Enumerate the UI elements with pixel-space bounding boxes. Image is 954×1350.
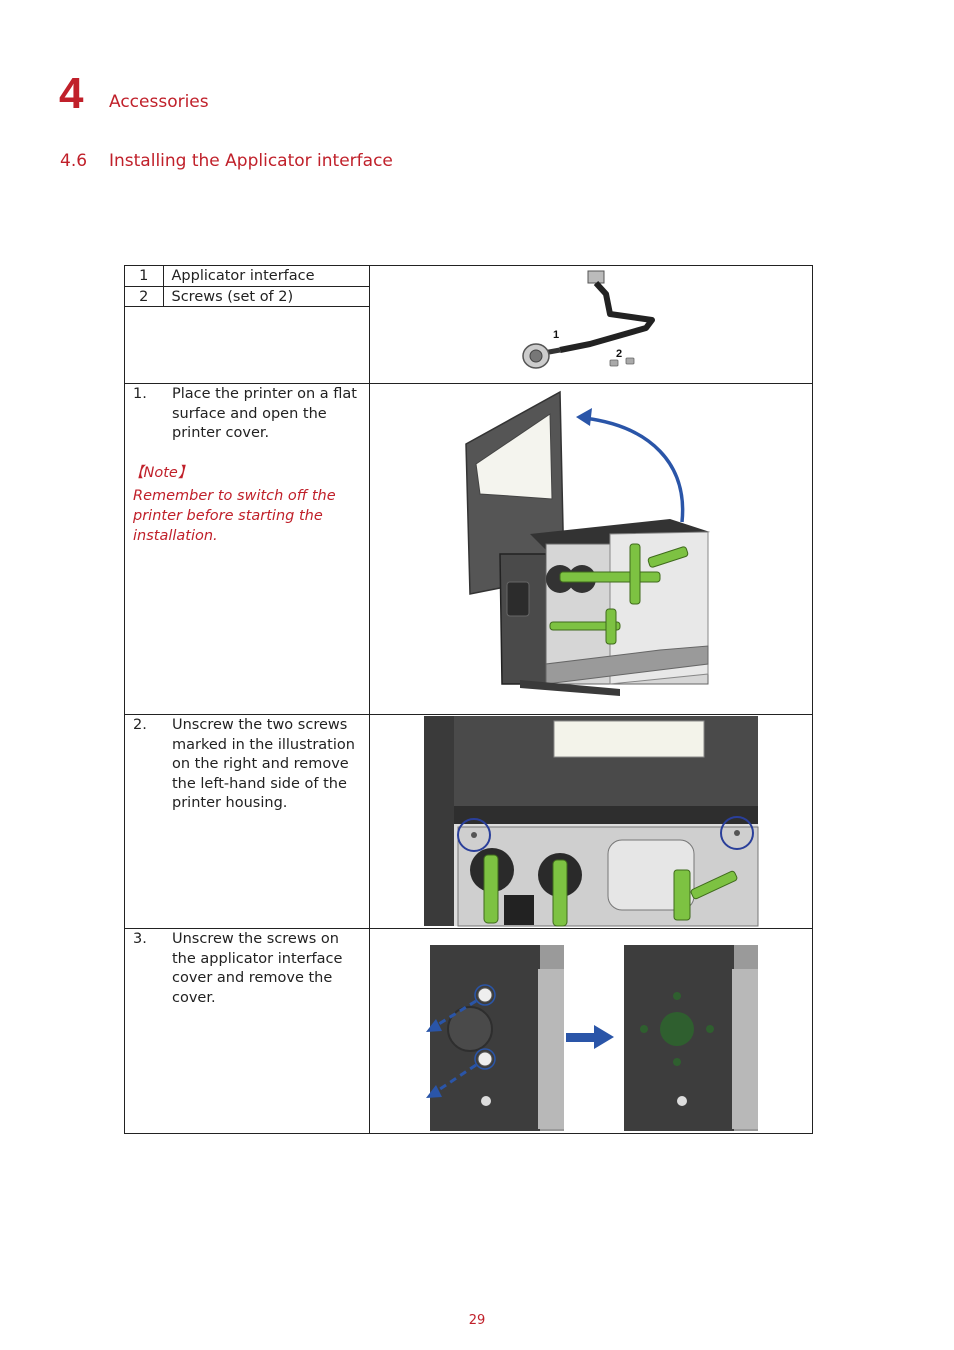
- parts-list-item: 1 Applicator interface: [125, 266, 369, 287]
- printer-housing-screws-illustration: [424, 716, 759, 927]
- parts-illustration-cell: 1 2: [369, 265, 813, 384]
- applicator-interface-illustration: 1 2: [522, 270, 655, 369]
- note-text: Remember to switch off the printer befor…: [133, 488, 336, 544]
- step-text-cell: 3. Unscrew the screws on the applicator …: [124, 928, 370, 1134]
- step-3-illustration-cell: [369, 928, 813, 1134]
- step-text-cell: 1. Place the printer on a flat surface a…: [124, 383, 370, 715]
- section-title-text: Installing the Applicator interface: [109, 151, 393, 171]
- step-2: 2. Unscrew the two screws marked in the …: [125, 715, 369, 814]
- step-2-illustration-cell: [369, 714, 813, 929]
- step-row-1: 1. Place the printer on a flat surface a…: [124, 383, 813, 715]
- step-number: 1.: [133, 386, 147, 402]
- step-number: 3.: [133, 931, 147, 947]
- parts-list-item: 2 Screws (set of 2): [125, 286, 369, 307]
- part-number: 2: [125, 286, 164, 307]
- step-text: Unscrew the two screws marked in the ill…: [172, 717, 355, 812]
- step-row-3: 3. Unscrew the screws on the applicator …: [124, 928, 813, 1134]
- step-number: 2.: [133, 717, 147, 733]
- step-1-illustration-cell: [369, 383, 813, 715]
- step-3: 3. Unscrew the screws on the applicator …: [125, 929, 369, 1008]
- callout-2-label: 2: [616, 348, 622, 360]
- step-text: Unscrew the screws on the applicator int…: [172, 931, 343, 1006]
- step-text-cell: 2. Unscrew the two screws marked in the …: [124, 714, 370, 929]
- installation-table: 1 Applicator interface 2 Screws (set of …: [124, 265, 813, 1134]
- part-name: Screws (set of 2): [163, 286, 369, 307]
- step-row-2: 2. Unscrew the two screws marked in the …: [124, 714, 813, 929]
- note-label: 【Note】: [129, 464, 193, 481]
- chapter-number: 4: [59, 69, 84, 118]
- printer-cover-open-illustration: [465, 390, 710, 696]
- section-number: 4.6: [60, 151, 88, 171]
- chapter-title: Accessories: [109, 92, 209, 112]
- step-text: Place the printer on a flat surface and …: [172, 386, 357, 442]
- callout-1-label: 1: [553, 329, 559, 341]
- section-title: 4.6 Installing the Applicator interface: [60, 151, 393, 171]
- applicator-cover-removal-illustration: [426, 945, 758, 1131]
- part-number: 1: [125, 266, 164, 287]
- page-number: 29: [468, 1313, 486, 1328]
- parts-cell: 1 Applicator interface 2 Screws (set of …: [124, 265, 370, 384]
- parts-list: 1 Applicator interface 2 Screws (set of …: [125, 266, 369, 307]
- step-1: 1. Place the printer on a flat surface a…: [125, 384, 369, 444]
- parts-row: 1 Applicator interface 2 Screws (set of …: [124, 265, 813, 384]
- part-name: Applicator interface: [163, 266, 369, 287]
